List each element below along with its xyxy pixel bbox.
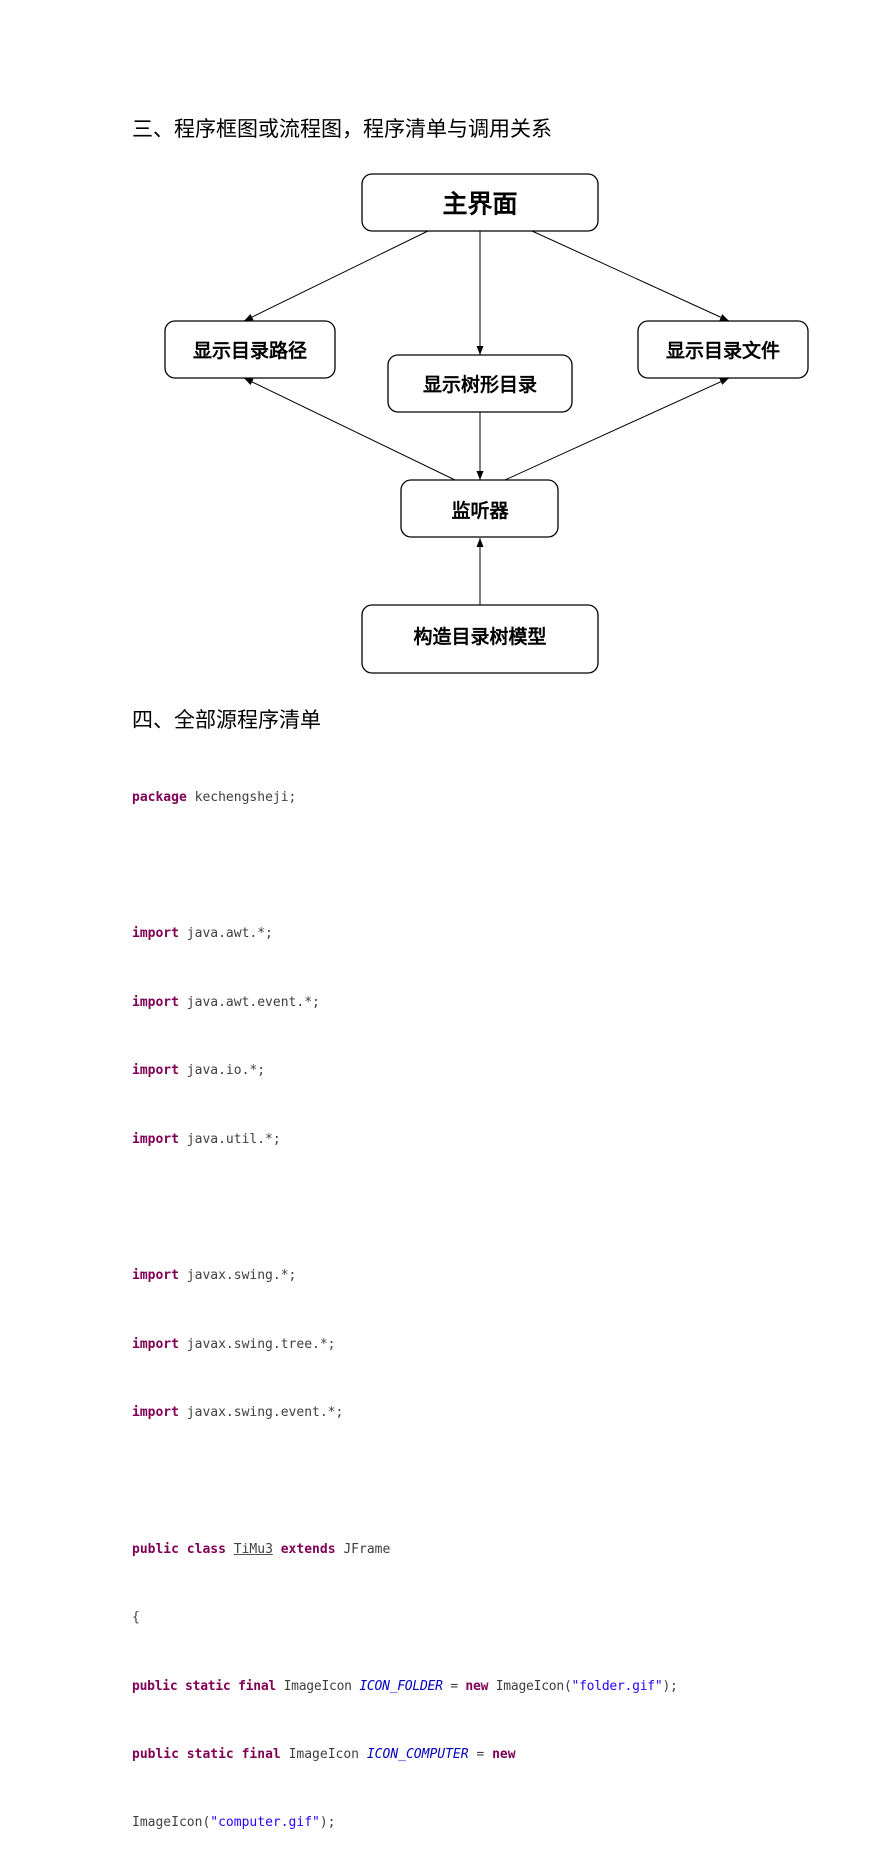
paren: ( [202,1815,211,1831]
string-literal: "folder.gif" [571,1678,663,1694]
import-path: javax.swing.event.*; [178,1405,344,1421]
code-line-field-computer: public static final ImageIcon ICON_COMPU… [132,1744,678,1767]
flow-arrows [243,230,730,605]
class-name: TiMu3 [233,1541,273,1557]
code-line-open-brace: { [132,1607,678,1630]
keyword: static [186,1747,234,1763]
keyword: package [132,789,187,805]
space [179,1542,187,1557]
paren-semicolon: ); [319,1815,336,1831]
keyword: final [238,1678,276,1694]
keyword: import [132,1405,179,1421]
keyword: import [132,1336,179,1352]
space [177,1679,185,1694]
import-path: javax.swing.*; [178,1268,297,1284]
import-path: java.util.*; [178,1131,281,1147]
space [231,1679,239,1694]
node-listener: 监听器 [400,479,559,538]
code-blank-line [132,855,678,878]
assign-operator: = [468,1747,493,1763]
space [488,1679,496,1694]
node-show-files-label: 显示目录文件 [666,339,780,362]
space [226,1542,234,1557]
keyword: public [132,1541,179,1557]
arrow-listener-to-path [243,377,456,481]
keyword: final [241,1747,281,1763]
source-code-listing: package kechengsheji; import java.awt.*;… [132,741,678,1858]
keyword: import [132,926,179,942]
code-line-class-declaration: public class TiMu3 extends JFrame [132,1539,678,1562]
node-show-path-label: 显示目录路径 [193,339,307,362]
type-name: ImageIcon [288,1747,360,1763]
arrow-main-to-path [243,230,429,322]
keyword: extends [280,1541,336,1557]
code-line-import: import java.awt.*; [132,923,678,946]
field-name: ICON_COMPUTER [366,1747,469,1763]
space [336,1542,344,1557]
keyword: public [132,1678,178,1694]
keyword: import [132,1131,179,1147]
keyword: class [186,1541,226,1557]
field-name: ICON_FOLDER [359,1678,443,1694]
import-path: java.awt.event.*; [178,994,320,1010]
assign-operator: = [442,1678,466,1694]
paren-semicolon: ); [662,1678,678,1694]
space [273,1542,281,1557]
code-blank-line [132,1471,678,1494]
import-path: java.io.*; [178,1063,266,1079]
code-blank-line [132,1197,678,1220]
keyword: static [185,1678,231,1694]
import-path: javax.swing.tree.*; [178,1336,336,1352]
import-path: java.awt.*; [178,926,273,942]
keyword: new [492,1747,516,1763]
keyword: import [132,1063,179,1079]
section-4-heading: 四、全部源程序清单 [132,708,321,732]
keyword: new [465,1678,489,1694]
type-name: ImageIcon [495,1678,564,1694]
node-show-files: 显示目录文件 [637,320,809,379]
keyword: public [132,1747,179,1763]
space [276,1679,284,1694]
node-tree-model: 构造目录树模型 [361,604,599,674]
arrow-main-to-files [531,230,730,322]
node-show-tree: 显示树形目录 [387,354,573,413]
package-name: kechengsheji; [186,789,297,805]
code-line-import: import javax.swing.tree.*; [132,1334,678,1357]
node-main-interface: 主界面 [361,173,599,232]
type-name: ImageIcon [283,1678,352,1694]
code-line-import: import java.awt.event.*; [132,992,678,1015]
paren: ( [563,1678,572,1694]
open-brace: { [132,1610,140,1626]
code-line-import: import javax.swing.*; [132,1265,678,1288]
space [234,1747,242,1762]
type-name: ImageIcon [132,1815,203,1831]
code-line-import: import java.util.*; [132,1129,678,1152]
space [281,1747,289,1762]
section-3-heading: 三、程序框图或流程图，程序清单与调用关系 [132,117,552,141]
space [359,1747,367,1762]
node-show-tree-label: 显示树形目录 [423,373,537,396]
node-main-interface-label: 主界面 [442,190,517,219]
superclass-name: JFrame [343,1541,391,1557]
string-literal: "computer.gif" [210,1815,320,1831]
code-line-field-computer-cont: ImageIcon("computer.gif"); [132,1812,678,1835]
code-line-field-folder: public static final ImageIcon ICON_FOLDE… [132,1676,678,1699]
keyword: import [132,994,179,1010]
space [352,1679,360,1694]
flowchart-diagram: 主界面 显示目录路径 显示树形目录 显示目录文件 监听器 构造目录树模型 [164,173,809,674]
node-tree-model-label: 构造目录树模型 [413,625,546,648]
node-listener-label: 监听器 [451,499,509,522]
code-line-import: import java.io.*; [132,1060,678,1083]
code-line-import: import javax.swing.event.*; [132,1402,678,1425]
code-line-package: package kechengsheji; [132,787,678,810]
space [179,1747,187,1762]
node-show-path: 显示目录路径 [164,320,336,379]
arrow-listener-to-files [504,377,730,481]
keyword: import [132,1268,179,1284]
